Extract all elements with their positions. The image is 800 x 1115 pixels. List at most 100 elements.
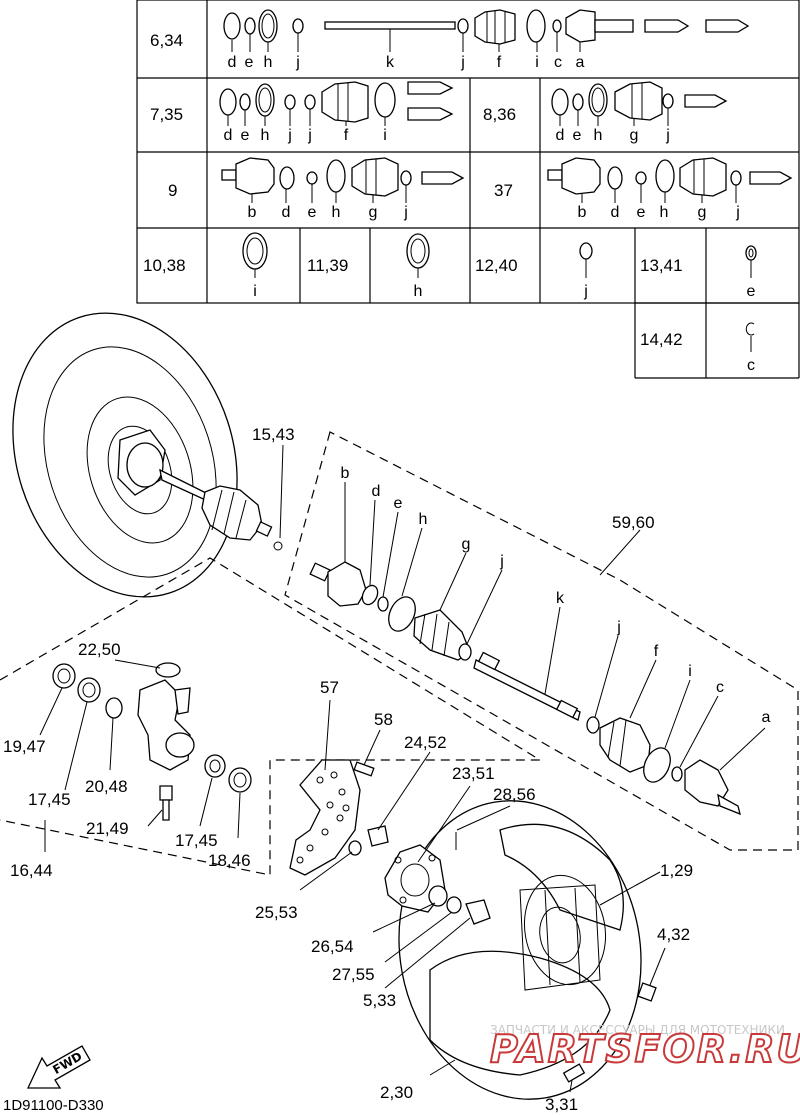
letter-h: h [660, 204, 669, 221]
letter-j: j [403, 204, 408, 221]
letter-d: d [556, 127, 565, 144]
letter-e: e [245, 54, 254, 71]
letter-c: c [554, 54, 562, 71]
letter-i: i [383, 127, 387, 144]
callout-labels: 15,43 59,60 22,50 19,47 17,45 20,48 21,4… [3, 425, 693, 1114]
letter-j: j [735, 204, 740, 221]
row-ref-12-40: 12,40 [475, 256, 518, 275]
row-ref-13-41: 13,41 [640, 256, 683, 275]
kit-table-refs: 6,34 7,35 8,36 9 37 10,38 11,39 12,40 13… [143, 31, 683, 349]
callout-2-30: 2,30 [380, 1083, 413, 1102]
row-ref-10-38: 10,38 [143, 256, 186, 275]
kit-row-8-36-letters: d e h g j [556, 108, 670, 144]
letter-h: h [594, 127, 603, 144]
callout-15-43: 15,43 [252, 425, 295, 444]
letter-h: h [261, 127, 270, 144]
kit-row-37-parts [547, 157, 793, 197]
letter-g: g [630, 127, 639, 144]
callout-58: 58 [374, 710, 393, 729]
exploded-cv-parts [309, 561, 741, 816]
row-ref-37: 37 [494, 181, 513, 200]
letter-a: a [576, 54, 585, 71]
watermark: ЗАПЧАСТИ И АКСЕССУАРЫ ДЛЯ МОТОТЕХНИКИ PA… [489, 1023, 800, 1072]
letter-d: d [372, 483, 381, 500]
row-ref-14-42: 14,42 [640, 330, 683, 349]
watermark-logo: PARTSFOR.RU [490, 1027, 800, 1071]
letter-g: g [369, 204, 378, 221]
letter-e: e [747, 283, 756, 300]
letter-g: g [698, 204, 707, 221]
callout-19-47: 19,47 [3, 737, 46, 756]
letter-e: e [394, 495, 403, 512]
letter-h: h [419, 511, 428, 528]
kit-table [136, 0, 800, 379]
letter-e: e [637, 204, 646, 221]
callout-17-45-right: 17,45 [175, 831, 218, 850]
callout-26-54: 26,54 [311, 937, 354, 956]
kit-row-6-34-letters: d e h j k j f i c a [228, 29, 585, 71]
letter-k: k [386, 54, 395, 71]
row-ref-7-35: 7,35 [150, 105, 183, 124]
letter-a: a [762, 709, 771, 726]
letter-e: e [308, 204, 317, 221]
letter-j: j [287, 127, 292, 144]
callout-27-55: 27,55 [332, 965, 375, 984]
kit-row-6-34-parts [223, 9, 750, 45]
callout-17-45-left: 17,45 [28, 790, 71, 809]
letter-j: j [583, 283, 588, 300]
brake-disc-drawing [289, 759, 375, 876]
letter-h: h [414, 283, 423, 300]
callout-28-56: 28,56 [493, 785, 536, 804]
callout-4-32: 4,32 [657, 925, 690, 944]
left-wheel-drawing [12, 312, 283, 598]
letter-f: f [654, 643, 659, 660]
callout-57: 57 [320, 678, 339, 697]
callout-20-48: 20,48 [85, 777, 128, 796]
row-ref-11-39: 11,39 [307, 256, 348, 275]
letter-i: i [688, 663, 692, 680]
kit-row-9-parts [221, 157, 465, 197]
group-outline-16-44 [0, 557, 543, 876]
exploded-cv-letters: b d e h g j k j f i c a [341, 465, 771, 726]
letter-k: k [556, 590, 565, 607]
letter-d: d [282, 204, 291, 221]
letter-e: e [573, 127, 582, 144]
callout-25-53: 25,53 [255, 903, 298, 922]
letter-j: j [499, 553, 504, 570]
kit-row-37-letters: b d e h g j [578, 184, 740, 221]
letter-b: b [341, 465, 350, 482]
callout-3-31: 3,31 [545, 1095, 578, 1114]
letter-c: c [716, 679, 724, 696]
letter-j: j [460, 54, 465, 71]
letter-j: j [295, 54, 300, 71]
row-ref-8-36: 8,36 [483, 105, 516, 124]
fwd-arrow: FWD [26, 1045, 91, 1089]
watermark-line1: ЗАПЧАСТИ И АКСЕССУАРЫ ДЛЯ МОТОТЕХНИКИ [490, 1023, 785, 1037]
callout-leaders [39, 444, 666, 1093]
letter-e: e [241, 127, 250, 144]
kit-row-9-letters: b d e h g j [248, 184, 408, 221]
callout-22-50: 22,50 [78, 640, 121, 659]
letter-d: d [224, 127, 233, 144]
letter-b: b [248, 204, 257, 221]
callout-23-51: 23,51 [452, 764, 495, 783]
kit-row-7-35-parts [219, 81, 454, 123]
letter-j: j [616, 619, 621, 636]
knuckle-parts [52, 662, 252, 821]
hub-parts [367, 825, 491, 925]
callout-5-33: 5,33 [363, 991, 396, 1010]
row-ref-9: 9 [168, 181, 177, 200]
letter-h: h [332, 204, 341, 221]
letter-f: f [497, 54, 502, 71]
exploded-cv-leaders [344, 482, 766, 771]
right-wheel-drawing [398, 800, 657, 1100]
kit-single-parts: i h j e c [242, 232, 757, 374]
letter-d: d [228, 54, 237, 71]
letter-b: b [578, 204, 587, 221]
row-ref-6-34: 6,34 [150, 31, 183, 50]
letter-i: i [253, 283, 257, 300]
callout-18-46: 18,46 [208, 851, 251, 870]
group-outline-59-60 [284, 431, 799, 851]
letter-f: f [344, 127, 349, 144]
letter-j: j [665, 127, 670, 144]
